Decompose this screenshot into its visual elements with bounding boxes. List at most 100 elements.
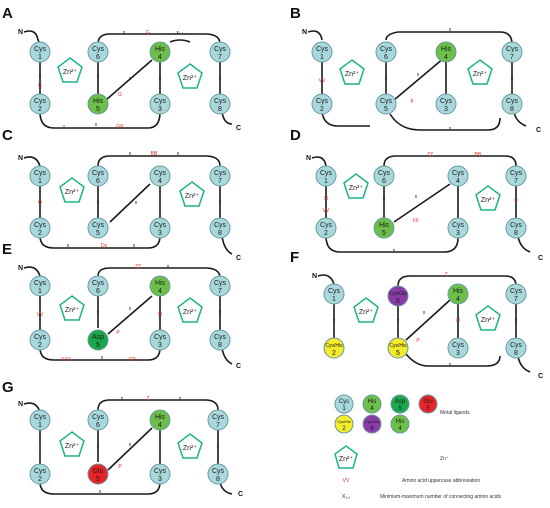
residue-name: His: [93, 98, 104, 105]
zinc-label-a1: Zn²⁺: [63, 69, 78, 76]
residue-name: Cys: [510, 288, 523, 295]
legend-node-name: Cys/Glu: [365, 419, 379, 424]
anno-d-top2: BB: [475, 152, 482, 158]
residue-circle: [149, 93, 171, 115]
anno-e-bot3: GP: [128, 357, 136, 363]
residue-number: 1: [38, 288, 42, 295]
residue-number: 2: [332, 350, 336, 357]
residue-name: Cys: [34, 414, 47, 421]
legend-zn-label: Zn⁺: [440, 456, 449, 462]
residue-name: Cys/Glu: [389, 291, 407, 297]
residue-circle: [323, 337, 345, 359]
anno-d-right: C: [514, 198, 518, 204]
residue-number: 7: [218, 178, 222, 185]
residue-number: 2: [38, 106, 42, 113]
residue-circle: [87, 409, 109, 431]
residue-circle: [29, 275, 51, 297]
legend-zinc-symbol: Zn²⁺: [339, 456, 354, 463]
residue-circle: [29, 217, 51, 239]
zinc-pentagon-g1: [59, 431, 85, 457]
legend-aa-label: Amino acid uppercase abbreviation: [402, 478, 480, 484]
residue-circle: [149, 329, 171, 351]
panel-c: C N C x BB x Q x x x Ds x x Zn²⁺ Zn²⁺: [2, 127, 241, 262]
anno-e-diag: x: [129, 306, 132, 312]
residue-number: 1: [38, 54, 42, 61]
anno-c-diag: x: [135, 200, 138, 206]
anno-e-mid: x: [97, 310, 100, 316]
legend-node-circle: [418, 394, 438, 414]
residue-circle: [149, 463, 171, 485]
residue-number: 6: [96, 288, 100, 295]
residue-circle: [29, 93, 51, 115]
residue-circle: [447, 337, 469, 359]
zinc-label-a2: Zn²⁺: [183, 75, 198, 82]
residue-number: 1: [332, 296, 336, 303]
residue-circle: [149, 409, 171, 431]
residue-name: His: [453, 288, 464, 295]
residue-circle: [315, 165, 337, 187]
anno-e-top2: x: [167, 264, 170, 270]
residue-circle: [149, 165, 171, 187]
residue-number: 6: [384, 54, 388, 61]
n-terminus-g: N: [18, 401, 23, 408]
legend-node-name: Cys: [339, 399, 349, 405]
anno-d-diag-red: FF: [413, 218, 419, 224]
residue-circle: [209, 41, 231, 63]
anno-f-diag: x: [423, 310, 426, 316]
residue-circle: [209, 275, 231, 297]
anno-c-right: x: [219, 200, 222, 206]
residue-number: 3: [158, 342, 162, 349]
residue-circle: [207, 409, 229, 431]
residue-circle: [373, 217, 395, 239]
residue-number: 7: [216, 422, 220, 429]
zinc-label-b1: Zn²⁺: [345, 71, 360, 78]
legend-node-circle: [362, 394, 382, 414]
residue-circle: [87, 93, 109, 115]
anno-e-diag-red: P: [116, 330, 120, 336]
anno-e-right: x: [219, 310, 222, 316]
residue-number: 5: [396, 350, 400, 357]
residue-number: 2: [38, 342, 42, 349]
anno-b-top: x: [449, 27, 452, 33]
residue-number: 5: [96, 476, 100, 483]
anno-g-top2: x: [121, 396, 124, 402]
anno-g-diag: x: [129, 442, 132, 448]
anno-e-top1: ZZ: [135, 264, 141, 270]
anno-a-mid: x: [97, 74, 100, 80]
residue-circle: [387, 337, 409, 359]
residue-number: 8: [514, 350, 518, 357]
panel-label-d: D: [290, 127, 301, 144]
legend-node-name: His: [368, 399, 377, 405]
anno-e-bot1: XXX: [61, 357, 72, 363]
legend-node-circle: [390, 394, 410, 414]
anno-d-top1: ZZ: [427, 152, 433, 158]
residue-circle: [209, 165, 231, 187]
residue-number: 1: [38, 178, 42, 185]
residue-number: 5: [96, 342, 100, 349]
anno-d-diag: x: [415, 194, 418, 200]
residue-name: Cys: [440, 98, 453, 105]
panel-label-e: E: [2, 241, 12, 258]
residue-circle: [149, 217, 171, 239]
zinc-pentagon-f2: [475, 305, 501, 331]
panel-label-g: G: [2, 379, 14, 396]
residue-name: Cys: [506, 98, 519, 105]
residue-circle: [29, 463, 51, 485]
